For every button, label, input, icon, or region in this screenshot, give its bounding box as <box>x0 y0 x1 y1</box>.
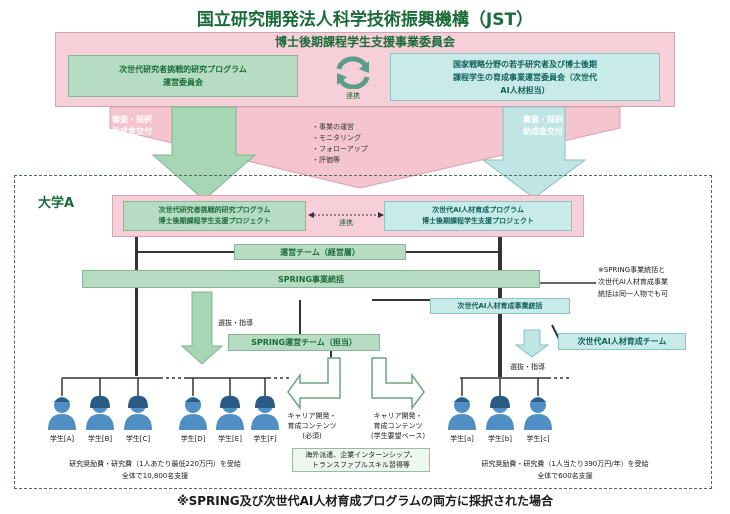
right-award-label: 審査・採択 助成金交付 <box>523 115 563 136</box>
ai-training-team: 次世代AI人材育成チーム <box>558 333 686 350</box>
jst-functions-list: ・事業の運営 ・モニタリング ・フォローアップ ・評価等 <box>312 123 368 164</box>
student-label: 学生[a] <box>450 435 474 443</box>
student-label: 学生[E] <box>218 435 242 443</box>
student-c-lower: 学生[c] <box>518 394 558 444</box>
student-icon <box>524 397 552 430</box>
ai-director: 次世代AI人材育成事業統括 <box>430 298 570 314</box>
student-e: 学生[E] <box>210 394 250 444</box>
student-label: 学生[B] <box>87 435 113 443</box>
students-left: 学生[A] 学生[B] 学生[C] 学生[D] 学生[E] 学生[F] <box>42 394 282 450</box>
director-note: ※SPRING事業統括と 次世代AI人材育成事業 統括は同一人物でも可 <box>598 266 668 298</box>
page-title: 国立研究開発法人科学技術振興機構（JST） <box>196 9 534 30</box>
student-icon <box>124 395 152 430</box>
student-icon <box>251 395 279 430</box>
operations-team: 運営チーム（経営層） <box>234 244 406 260</box>
student-a: 学生[A] <box>42 394 82 444</box>
committee-title: 博士後期課程学生支援事業委員会 <box>274 34 455 49</box>
jst-link-label: 連携 <box>346 92 360 100</box>
student-f: 学生[F] <box>245 394 285 444</box>
students-right: 学生[a] 学生[b] 学生[c] <box>442 394 572 450</box>
student-a-lower: 学生[a] <box>442 394 482 444</box>
spring-steering-committee: 次世代研究者挑戦的研究プログラム 運営委員会 <box>68 55 298 97</box>
support-summary-left: 研究奨励費・研究費（1人あたり最低220万円）を受給 全体で10,800名支援 <box>69 460 241 480</box>
selection-guidance-right: 選抜・指導 <box>510 363 545 371</box>
student-label: 学生[C] <box>125 435 151 443</box>
student-b-lower: 学生[b] <box>480 394 520 444</box>
project-link-label: 連携 <box>339 218 353 227</box>
student-label: 学生[b] <box>488 435 512 443</box>
support-summary-right: 研究奨励費・研究費（1人当たり390万円/年）を受給 全体で600名支援 <box>481 460 649 480</box>
university-label: 大学A <box>38 196 75 211</box>
student-icon <box>486 395 514 430</box>
university-boundary <box>14 175 712 489</box>
spring-project: 次世代研究者挑戦的研究プログラム 博士後期課程学生支援プロジェクト <box>123 201 306 231</box>
spring-ops-team: SPRING運営チーム（担当） <box>228 334 380 351</box>
left-award-label: 審査・採択 助成金交付 <box>112 115 152 136</box>
student-c: 学生[C] <box>118 394 158 444</box>
student-icon <box>86 395 114 430</box>
student-label: 学生[A] <box>49 435 75 443</box>
student-icon <box>179 397 207 430</box>
career-examples: 海外派遣、企業インターンシップ、 トランスファブルスキル習得等 <box>292 448 430 472</box>
student-label: 学生[D] <box>180 435 206 443</box>
cycle-icon <box>336 56 370 89</box>
student-icon <box>448 397 476 430</box>
project-link-arrow <box>308 212 384 218</box>
footer-note: ※SPRING及び次世代AI人材育成プログラムの両方に採択された場合 <box>176 493 554 508</box>
spring-director: SPRING事業統括 <box>82 270 540 288</box>
career-content-required: キャリア開発・ 育成コンテンツ (必須) <box>287 412 337 440</box>
ai-steering-committee: 国家戦略分野の若手研究者及び博士後期 課程学生の育成事業運営委員会（次世代 AI… <box>390 53 660 101</box>
student-icon <box>48 397 76 430</box>
ai-project: 次世代AI人材育成プログラム 博士後期課程学生支援プロジェクト <box>384 201 572 231</box>
student-d: 学生[D] <box>173 394 213 444</box>
student-icon <box>216 395 244 430</box>
student-b: 学生[B] <box>80 394 120 444</box>
career-content-optional: キャリア開発・ 育成コンテンツ (学生要望ベース) <box>370 412 426 440</box>
student-label: 学生[c] <box>526 435 550 443</box>
student-label: 学生[F] <box>253 435 277 443</box>
selection-guidance-left: 選抜・指導 <box>218 319 253 327</box>
